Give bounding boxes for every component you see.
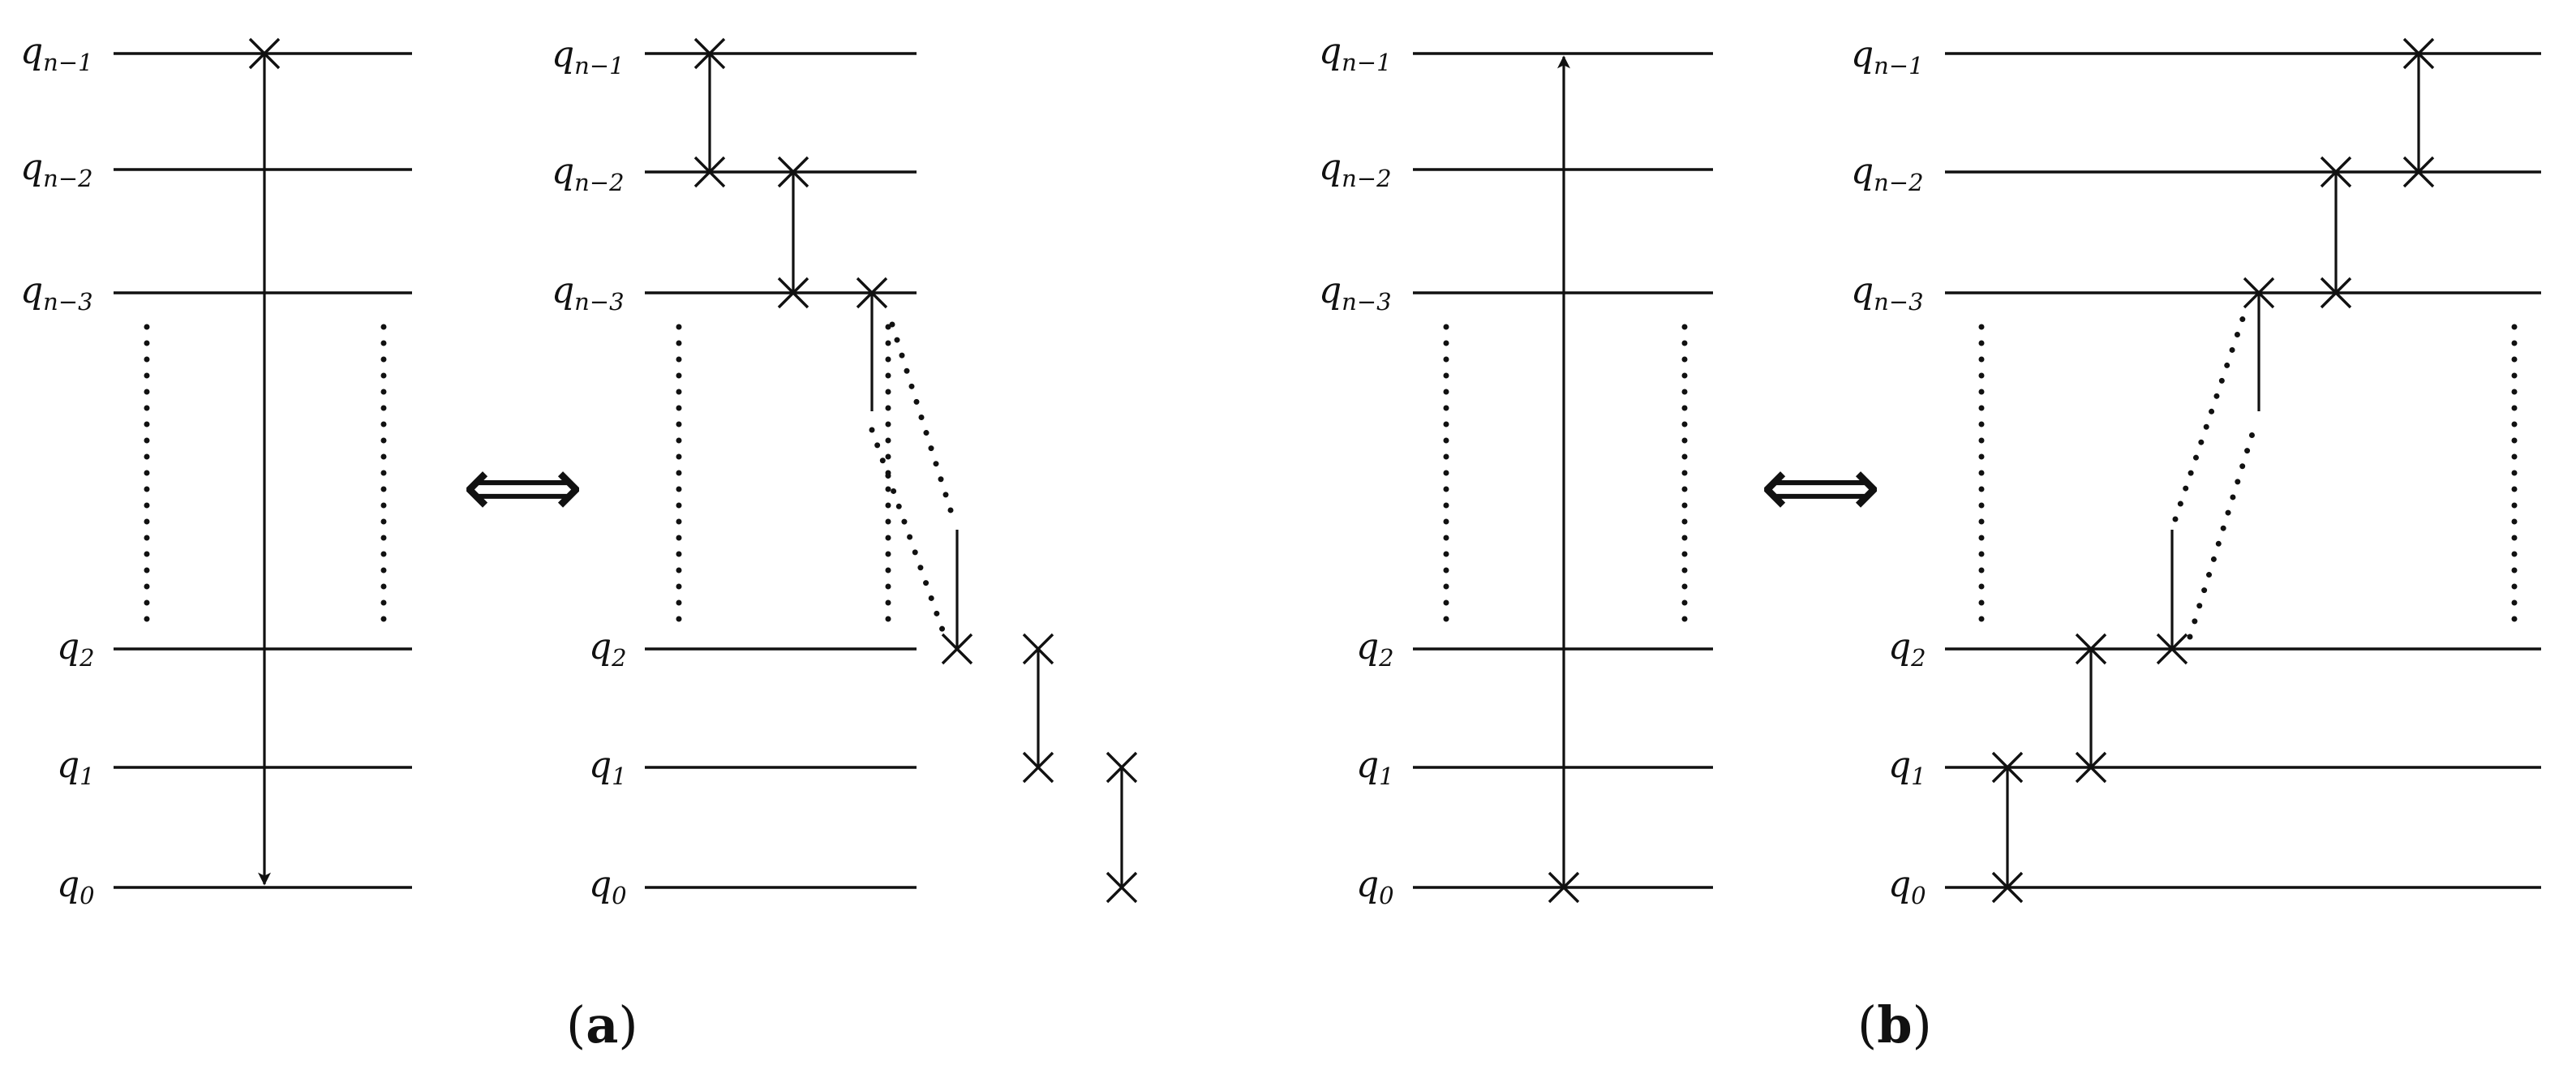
equivalence-symbol-b: ⟺: [1760, 437, 1881, 536]
qubit-label-q-0: q0: [57, 864, 95, 909]
swap-cross-icon: [693, 156, 726, 188]
swap-cross-icon: [777, 156, 809, 188]
qubit-label-q-2: q2: [1888, 626, 1926, 672]
swap-cross-icon: [856, 277, 888, 309]
qubit-label-q-n-1: qn−1: [1851, 34, 1924, 79]
qubit-label-q-1: q1: [57, 745, 95, 790]
panel-caption-b: (b): [1857, 995, 1932, 1055]
qubit-label-q-1: q1: [1356, 745, 1394, 790]
circuit-a-decomposed: qn−1 qn−2 qn−3 q2 q1 q0: [552, 34, 1138, 909]
swap-cross-icon: [248, 37, 281, 70]
panel-caption-a: (a): [566, 995, 638, 1055]
swap-cross-icon: [2402, 156, 2435, 188]
swap-cross-icon: [1548, 871, 1580, 904]
swap-cross-icon: [1106, 751, 1138, 784]
qubit-labels: qn−1 qn−2 qn−3 q2 q1 q0: [20, 31, 95, 909]
qubit-label-q-n-2: qn−2: [1851, 151, 1924, 196]
swap-cross-icon: [2320, 156, 2352, 188]
swap-cross-icon: [1991, 751, 2024, 784]
qubit-label-q-0: q0: [589, 864, 627, 909]
qubit-label-q-1: q1: [1888, 745, 1926, 790]
qubit-label-q-n-2: qn−2: [20, 147, 93, 192]
ellipsis-diagonal: [889, 321, 959, 529]
qubit-label-q-n-3: qn−3: [552, 270, 625, 316]
ellipsis-diagonal: [869, 427, 948, 640]
qubit-label-q-2: q2: [1356, 626, 1394, 672]
ellipsis-diagonal: [2187, 423, 2258, 640]
swap-cross-icon: [1106, 871, 1138, 904]
swap-cross-icon: [1022, 633, 1054, 665]
swap-cross-icon: [1991, 871, 2024, 904]
qubit-label-q-n-1: qn−1: [20, 31, 93, 76]
qubit-label-q-0: q0: [1356, 864, 1394, 909]
swap-cross-icon: [1022, 751, 1054, 784]
qubit-label-q-n-1: qn−1: [552, 34, 625, 79]
swap-cross-icon: [2320, 277, 2352, 309]
qubit-label-q-n-2: qn−2: [552, 151, 625, 196]
qubit-label-q-n-3: qn−3: [1851, 270, 1924, 316]
qubit-label-q-n-1: qn−1: [1319, 31, 1392, 76]
qubit-labels: qn−1 qn−2 qn−3 q2 q1 q0: [1319, 31, 1394, 909]
swap-cross-icon: [2075, 633, 2107, 665]
swap-cross-icon: [2075, 751, 2107, 784]
equivalence-symbol-a: ⟺: [462, 437, 583, 536]
circuit-b-shorthand: qn−1 qn−2 qn−3 q2 q1 q0: [1319, 31, 1713, 909]
circuit-b-decomposed: qn−1 qn−2 qn−3 q2 q1 q0: [1851, 34, 2541, 909]
swap-cross-icon: [777, 277, 809, 309]
qubit-label-q-n-2: qn−2: [1319, 147, 1392, 192]
circuit-a-shorthand: qn−1 qn−2 qn−3 q2 q1 q0: [20, 31, 412, 909]
ellipsis-diagonal: [2172, 316, 2246, 522]
qubit-label-q-n-3: qn−3: [1319, 270, 1392, 316]
swap-cross-icon: [2402, 37, 2435, 70]
qubit-label-q-2: q2: [57, 626, 95, 672]
swap-cross-icon: [941, 633, 973, 665]
swap-cross-icon: [693, 37, 726, 70]
qubit-label-q-0: q0: [1888, 864, 1926, 909]
swap-cross-icon: [2156, 633, 2188, 665]
qubit-labels: qn−1 qn−2 qn−3 q2 q1 q0: [552, 34, 627, 909]
swap-cross-icon: [2243, 277, 2275, 309]
qubit-label-q-n-3: qn−3: [20, 270, 93, 316]
qubit-label-q-1: q1: [589, 745, 627, 790]
qubit-label-q-2: q2: [589, 626, 627, 672]
